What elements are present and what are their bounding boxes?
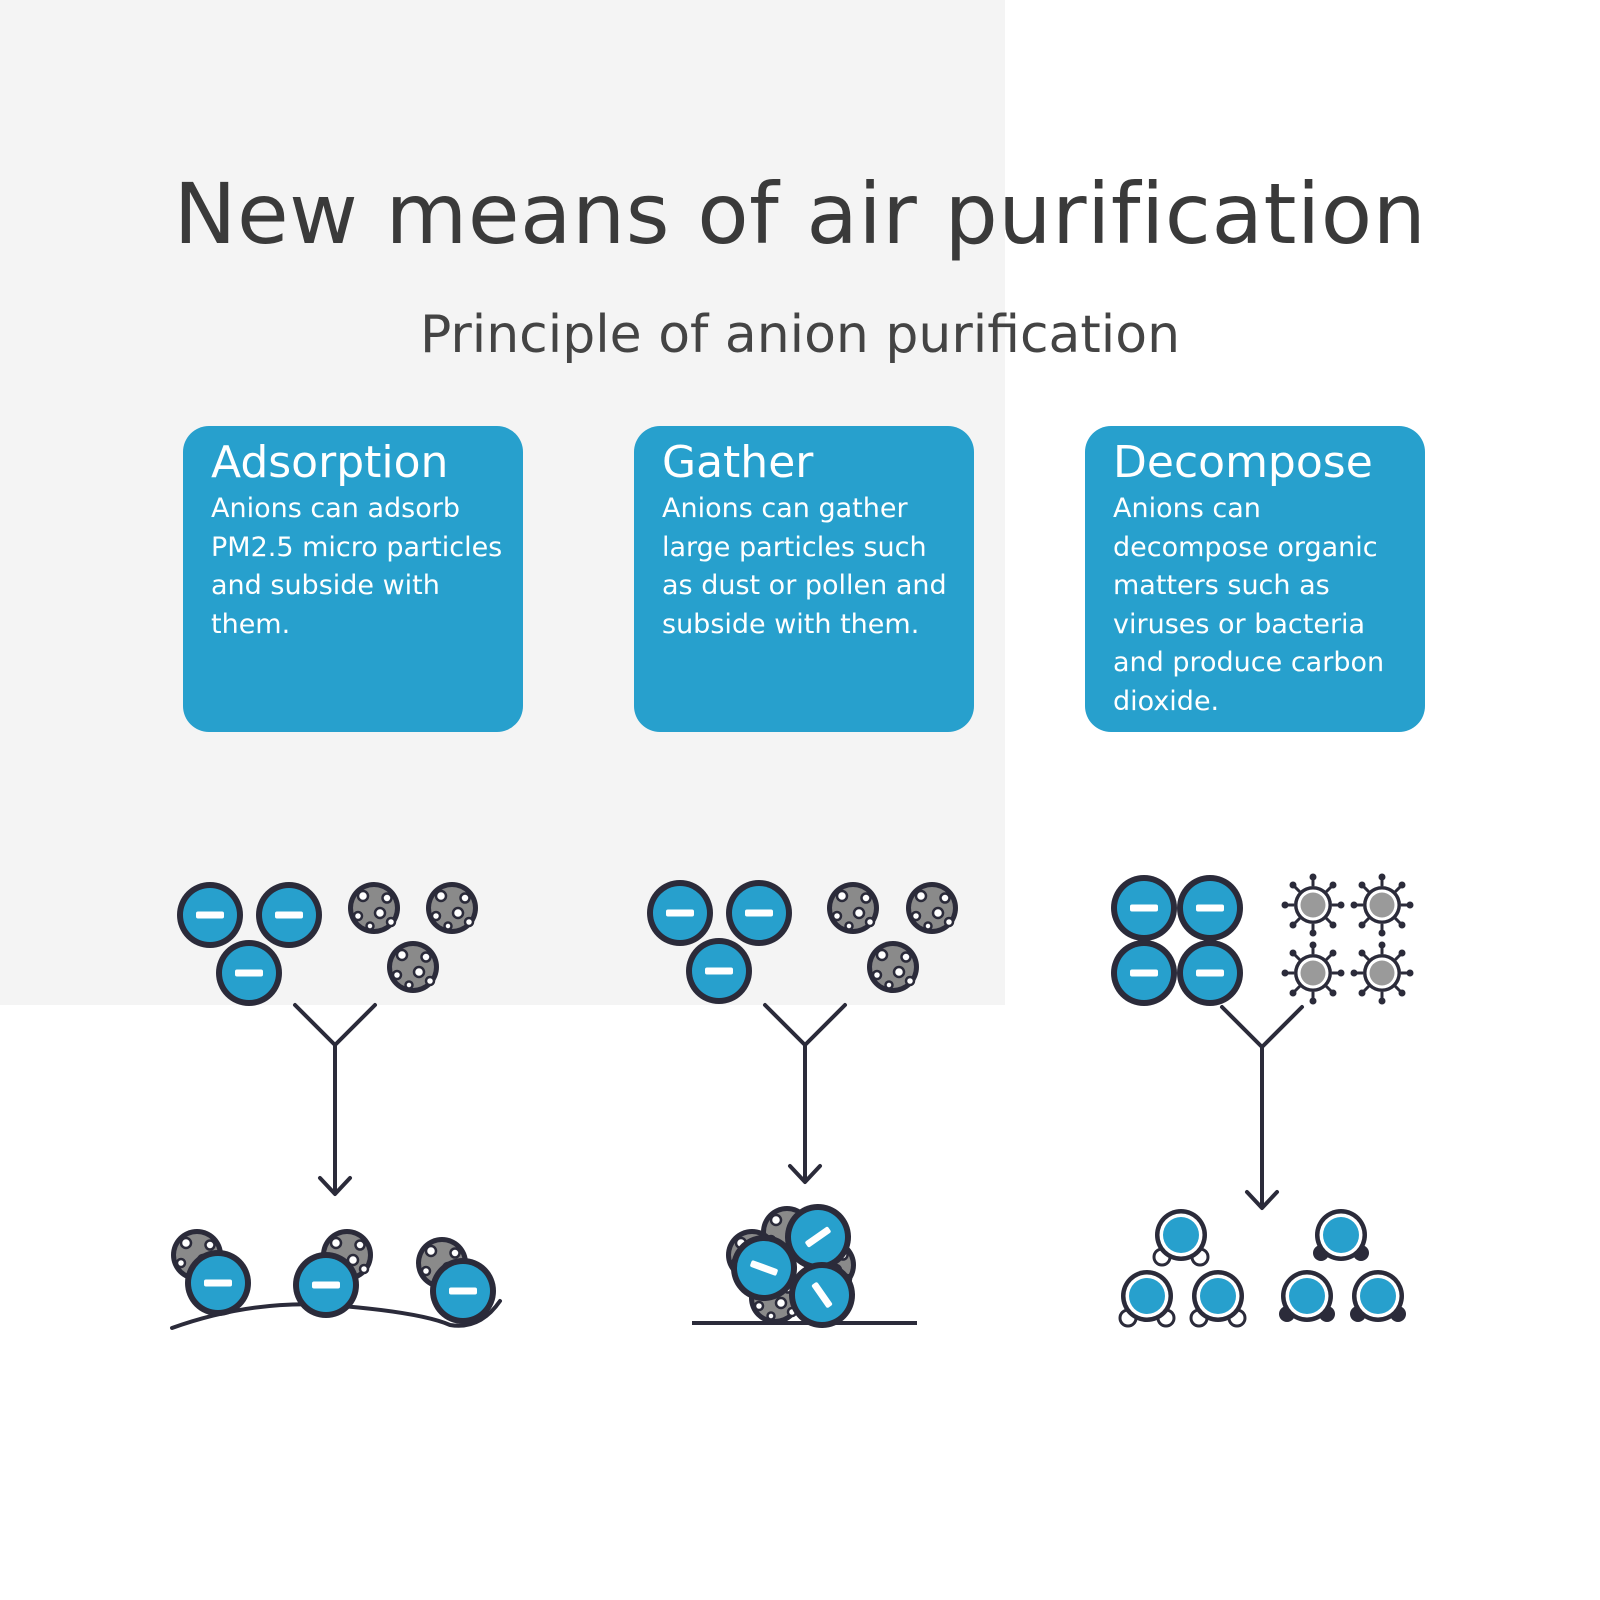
page-subtitle: Principle of anion purification <box>419 305 1181 365</box>
anion-icon <box>1111 940 1177 1006</box>
carbon-dioxide-icon <box>1152 1207 1210 1267</box>
anion-icon <box>430 1258 496 1324</box>
anion-icon <box>177 882 243 948</box>
virus-icon <box>1280 940 1346 1006</box>
virus-icon <box>1349 940 1415 1006</box>
carbon-dioxide-icon <box>1118 1268 1176 1328</box>
merge-arrow-icon <box>1220 1005 1304 1210</box>
card-description: Anions can gather large particles such a… <box>662 493 947 640</box>
adsorption-illustration <box>169 880 502 1330</box>
particle-icon <box>865 939 921 995</box>
particle-icon <box>904 880 960 936</box>
virus-icon <box>1280 872 1346 938</box>
card-decompose: Decompose Anions can decompose organic m… <box>1085 426 1425 732</box>
anion-icon <box>1111 875 1177 941</box>
carbon-dioxide-icon <box>1313 1209 1369 1261</box>
anion-icon <box>185 1250 251 1316</box>
card-description: Anions can adsorb PM2.5 micro particles … <box>211 493 503 640</box>
carbon-dioxide-icon <box>1350 1270 1406 1322</box>
anion-icon <box>293 1252 359 1318</box>
card-title: Gather <box>662 437 814 488</box>
carbon-dioxide-icon <box>1279 1270 1335 1322</box>
anion-icon <box>1177 940 1243 1006</box>
anion-icon <box>256 882 322 948</box>
card-gather: Gather Anions can gather large particles… <box>634 426 974 732</box>
anion-icon <box>647 880 713 946</box>
anion-icon <box>686 938 752 1004</box>
particle-icon <box>346 880 402 936</box>
page-title: New means of air purification <box>173 165 1427 263</box>
card-title: Decompose <box>1113 437 1373 488</box>
decompose-illustration <box>1111 872 1415 1328</box>
anion-icon <box>216 940 282 1006</box>
carbon-dioxide-icon <box>1189 1268 1247 1328</box>
surface-line <box>170 1299 502 1330</box>
anion-icon <box>1177 875 1243 941</box>
card-adsorption: Adsorption Anions can adsorb PM2.5 micro… <box>183 426 523 732</box>
gathered-cluster <box>721 1191 868 1341</box>
card-title: Adsorption <box>211 437 449 488</box>
gather-illustration <box>647 880 960 1341</box>
particle-icon <box>825 880 881 936</box>
virus-icon <box>1349 872 1415 938</box>
anion-icon <box>726 880 792 946</box>
card-description: Anions can decompose organic matters suc… <box>1113 493 1385 717</box>
particle-icon <box>385 939 441 995</box>
merge-arrow-icon <box>763 1003 847 1184</box>
merge-arrow-icon <box>293 1003 377 1196</box>
particle-icon <box>424 880 480 936</box>
